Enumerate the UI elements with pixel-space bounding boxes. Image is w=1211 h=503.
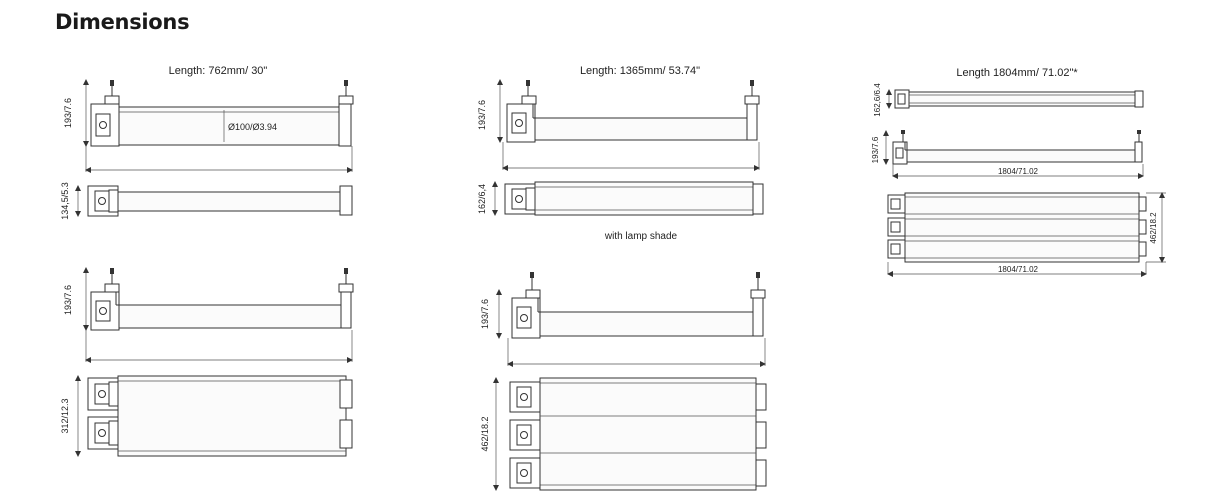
depth-label-1: 134,5/5.3 xyxy=(60,182,70,220)
length-label-6: 1804/71.02 xyxy=(998,265,1039,274)
side-view-1804 xyxy=(892,130,1143,165)
top-view-double-762 xyxy=(87,375,353,457)
side-view-762-shade xyxy=(90,268,354,331)
depth-label-5: 162,6/6.4 xyxy=(873,83,882,117)
depth-label-3: 162/6,4 xyxy=(477,184,487,214)
length-label-5: 1804/71.02 xyxy=(998,167,1039,176)
height-label-3: 193/7.6 xyxy=(477,100,487,130)
diameter-label: Ø100/Ø3.94 xyxy=(228,122,277,132)
top-view-triple-1804 xyxy=(887,192,1147,263)
page-title: Dimensions xyxy=(55,10,190,34)
depth-label-6: 462/18.2 xyxy=(1149,212,1158,244)
top-view-single-762 xyxy=(87,185,353,217)
top-view-triple-1365 xyxy=(509,377,767,491)
length-label-1365: Length: 1365mm/ 53.74" xyxy=(580,65,700,77)
height-label-4: 193/7.6 xyxy=(480,299,490,329)
height-label-1: 193/7.6 xyxy=(63,98,73,128)
top-view-single-1804 xyxy=(894,89,1144,109)
top-view-single-1365 xyxy=(504,181,764,216)
height-label-5: 193/7.6 xyxy=(871,136,880,163)
depth-label-4: 462/18.2 xyxy=(480,416,490,451)
side-view-762 xyxy=(90,80,354,147)
side-view-1365-triple xyxy=(511,272,766,339)
length-label-762: Length: 762mm/ 30" xyxy=(169,65,268,77)
depth-label-2: 312/12.3 xyxy=(60,398,70,433)
height-label-2: 193/7.6 xyxy=(63,285,73,315)
lamp-shade-caption: with lamp shade xyxy=(604,231,678,242)
length-label-1804: Length 1804mm/ 71.02"* xyxy=(956,67,1078,79)
side-view-1365 xyxy=(506,80,760,143)
